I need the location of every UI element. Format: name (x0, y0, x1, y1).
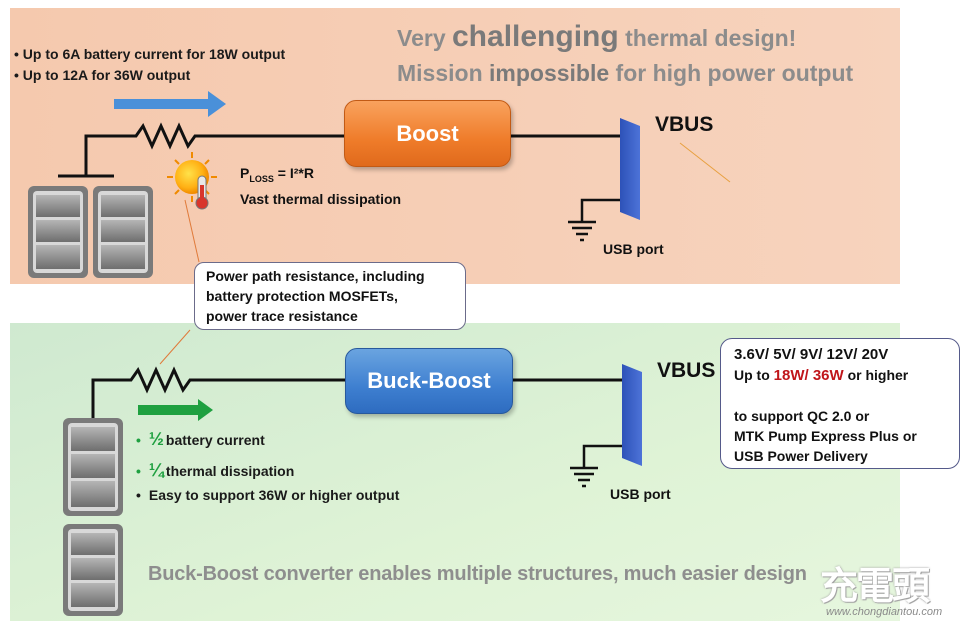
ploss-formula: PLOSS = I²*R Vast thermal dissipation (240, 165, 402, 207)
battery-icon-top-right (93, 186, 153, 278)
usb-port-bottom (622, 364, 642, 466)
top-bullet-2: • Up to 12A for 36W output (14, 67, 191, 83)
boost-converter: Boost (344, 100, 511, 167)
resistance-callout: Power path resistance, including battery… (194, 262, 466, 330)
bottom-wire (91, 366, 622, 418)
top-resistor (122, 122, 210, 150)
battery-icon-top-left (28, 186, 88, 278)
ground-icon-bottom (570, 444, 622, 488)
buck-boost-converter: Buck-Boost (345, 348, 513, 414)
vbus-label-top: VBUS (655, 113, 714, 136)
vbus-label-bottom: VBUS (657, 359, 716, 382)
callout-pointer-top (184, 199, 200, 263)
current-arrow-blue (114, 91, 226, 117)
voltage-support-box: 3.6V/ 5V/ 9V/ 12V/ 20V Up to 18W/ 36W or… (720, 338, 960, 469)
heading-line-2: Mission impossible for high power output (397, 60, 854, 86)
heat-icon (167, 152, 217, 210)
usb-port-label-top: USB port (603, 241, 664, 257)
watermark-url: www.chongdiantou.com (826, 606, 943, 618)
usb-port-top (620, 118, 640, 220)
callout-pointer-bottom (159, 329, 191, 365)
ground-icon-top (568, 198, 620, 242)
vbus-pointer-top (679, 142, 731, 183)
top-bullet-1: • Up to 6A battery current for 18W outpu… (14, 46, 286, 62)
battery-icon-bottom-lower (63, 524, 123, 616)
top-wire (58, 122, 620, 178)
usb-port-label-bottom: USB port (610, 486, 671, 502)
watermark-logo: 充電頭 (820, 566, 930, 608)
summary-line: Buck-Boost converter enables multiple st… (148, 563, 807, 585)
bottom-resistor (118, 366, 200, 394)
heading-line-1: Very challenging thermal design! (397, 20, 797, 53)
bottom-bullet-3: •Easy to support 36W or higher output (136, 487, 400, 503)
top-bullet-list: • Up to 6A battery current for 18W outpu… (14, 44, 285, 86)
current-arrow-green (138, 399, 213, 421)
battery-icon-bottom-upper (63, 418, 123, 516)
